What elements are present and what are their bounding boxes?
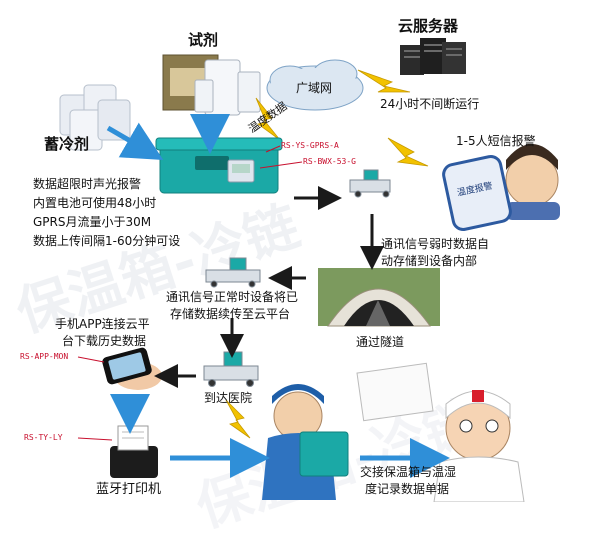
wan-cloud-illustration [266,59,364,111]
code-app: RS-APP-MON [20,352,69,361]
cloud-server-label: 云服务器 [398,17,459,35]
alarm-person-illustration [442,144,560,231]
reagent-label: 试剂 [188,31,219,49]
receipt-illustration [356,362,434,422]
server-illustration [400,38,466,75]
tunnel-illustration [318,268,440,327]
flow-arrows [77,114,450,478]
uninterrupted-label: 24小时不间断运行 [380,97,480,111]
app-line-2: 台下载历史数据 [62,334,147,348]
sms-alarm-label: 1-5人短信报警 [456,134,536,148]
hospital-label: 到达医院 [204,391,253,405]
normal-signal-line-2: 存储数据续传至云平台 [170,307,291,321]
app-line-1: 手机APP连接云平 [55,317,150,331]
insulated-box-illustration [155,137,283,194]
printer-illustration [110,425,158,478]
reagent-illustration [162,54,261,116]
weak-signal-line-1: 通讯信号弱时数据自 [381,237,490,251]
ice-pack-illustration [59,84,131,151]
feature-line-1: 数据超限时声光报警 [33,177,142,191]
courier-illustration [262,384,349,500]
truck-1 [349,169,391,198]
doctor-illustration [433,390,525,502]
weak-signal-line-2: 动存储到设备内部 [381,254,478,268]
handover-line-1: 交接保温箱与温湿 [360,465,457,479]
wan-label: 广域网 [296,81,333,95]
tunnel-label: 通过隧道 [356,335,405,349]
feature-line-2: 内置电池可使用48小时 [33,196,157,210]
phone-illustration [102,347,162,390]
code-printer: RS-TY-LY [24,433,63,442]
code-bwx: RS-BWX-53-G [303,157,356,166]
feature-line-4: 数据上传间隔1-60分钟可设 [33,234,181,248]
diagram-canvas [59,38,560,502]
code-gprs: RS-YS-GPRS-A [281,141,339,150]
truck-3 [203,351,259,387]
normal-signal-line-1: 通讯信号正常时设备将已 [166,290,299,304]
truck-2 [205,257,261,288]
printer-label: 蓝牙打印机 [96,482,162,497]
feature-line-3: GPRS月流量小于30M [33,215,152,229]
ice-pack-label: 蓄冷剂 [44,135,90,153]
handover-line-2: 度记录数据单据 [365,482,450,496]
